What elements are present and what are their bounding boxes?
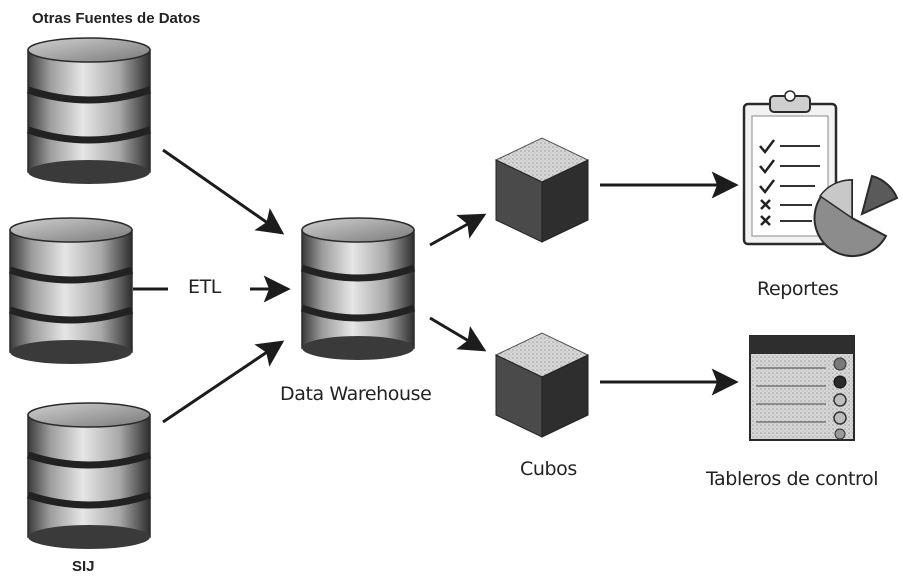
arrow-warehouse-to-cube-bottom <box>429 316 487 352</box>
arrow-bottom-to-warehouse <box>162 340 285 424</box>
database-icon <box>300 217 416 360</box>
top-source-label: Otras Fuentes de Datos <box>32 10 201 27</box>
database-icon <box>26 402 152 549</box>
dashboard-list-icon <box>749 335 855 441</box>
arrow-top-to-warehouse <box>162 148 285 235</box>
bottom-source-label: SIJ <box>72 558 95 575</box>
dashboards-label: Tableros de control <box>706 468 879 490</box>
database-icon <box>8 217 134 364</box>
reports-label: Reportes <box>757 278 839 300</box>
warehouse-label: Data Warehouse <box>280 383 432 405</box>
clipboard-pie-chart-icon <box>742 90 899 257</box>
database-icon <box>26 37 152 184</box>
cubes-label: Cubos <box>520 458 577 480</box>
arrow-warehouse-to-cube-top <box>429 213 487 247</box>
cube-icon <box>494 137 590 243</box>
etl-label: ETL <box>188 276 221 298</box>
cube-icon <box>494 332 590 438</box>
